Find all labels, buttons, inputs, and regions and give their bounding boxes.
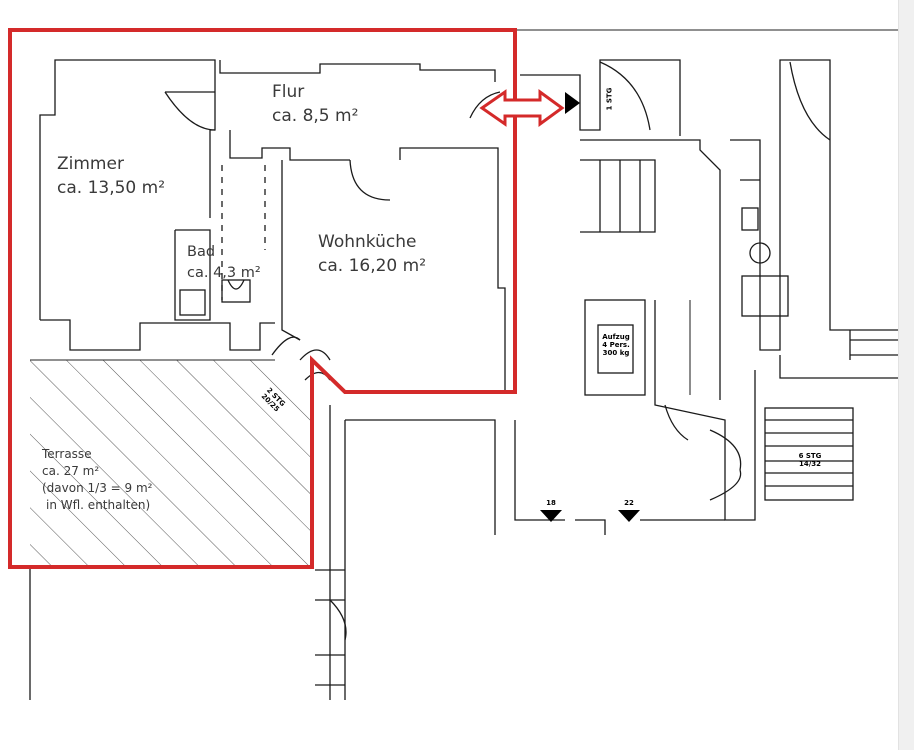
elevator-text: Aufzug xyxy=(602,333,630,341)
apartment-outline xyxy=(8,28,517,569)
room-note: (davon 1/3 = 9 m² xyxy=(42,481,153,495)
room-label-zimmer: Zimmer ca. 13,50 m² xyxy=(57,152,165,200)
stairs-text: 14/32 xyxy=(798,460,822,468)
level-label-2: 22 xyxy=(624,499,634,507)
elevator-text: 4 Pers. xyxy=(602,341,630,349)
elevator-label: Aufzug 4 Pers. 300 kg xyxy=(600,333,632,357)
room-label-terrasse: Terrasse ca. 27 m² (davon 1/3 = 9 m² in … xyxy=(42,446,152,514)
upper-stairs-label: 1 STG xyxy=(605,87,614,111)
room-area: ca. 16,20 m² xyxy=(318,256,427,276)
room-name: Zimmer xyxy=(57,154,124,174)
room-name: Terrasse xyxy=(42,447,92,461)
level-marker-arrows xyxy=(540,92,640,522)
room-label-flur: Flur ca. 8,5 m² xyxy=(272,80,358,128)
room-label-bad: Bad ca. 4,3 m² xyxy=(187,242,261,284)
adjacent-building xyxy=(29,59,898,700)
stairs-text: 6 STG xyxy=(798,452,822,460)
vertical-scrollbar[interactable] xyxy=(898,0,914,750)
elevator-text: 300 kg xyxy=(602,349,630,357)
entrance-arrow xyxy=(479,89,565,127)
room-area: ca. 27 m² xyxy=(42,464,100,478)
room-area: ca. 8,5 m² xyxy=(272,106,359,126)
room-name: Wohnküche xyxy=(318,232,417,252)
room-name: Bad xyxy=(187,244,216,260)
room-area: ca. 4,3 m² xyxy=(187,265,261,281)
level-label-1: 18 xyxy=(546,499,556,507)
terrace-hatch xyxy=(30,359,312,567)
room-area: ca. 13,50 m² xyxy=(57,178,166,198)
right-stairs-label: 6 STG 14/32 xyxy=(795,452,825,468)
room-name: Flur xyxy=(272,82,305,102)
room-note: in Wfl. enthalten) xyxy=(46,498,151,512)
room-label-wohnkueche: Wohnküche ca. 16,20 m² xyxy=(318,230,426,278)
